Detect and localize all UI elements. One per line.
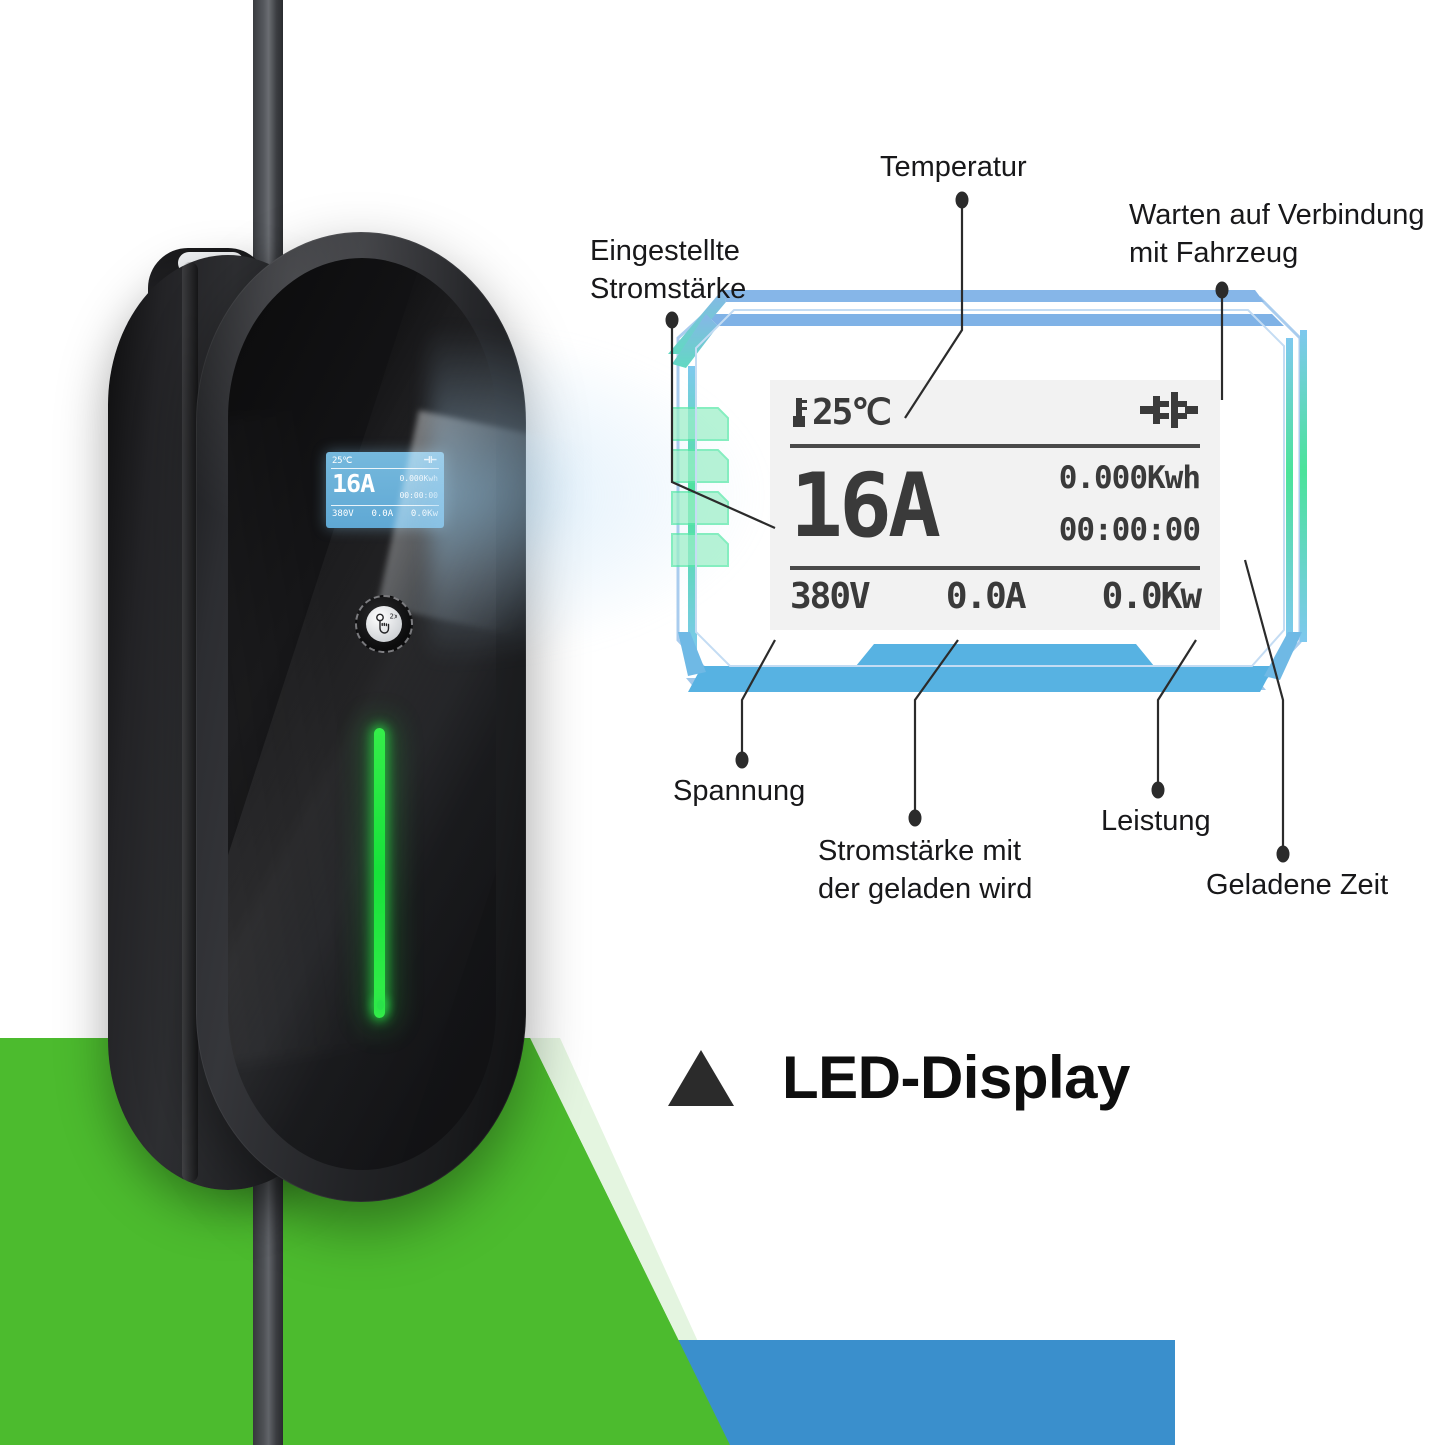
device-lcd-plug-icon: ⊣⊢ bbox=[423, 453, 437, 466]
device-lcd-divider-top bbox=[331, 468, 439, 469]
leader-dot-charging-current bbox=[908, 809, 922, 827]
callout-label-waiting: Warten auf Verbindung mit Fahrzeug bbox=[1129, 199, 1425, 269]
status-led-dot bbox=[377, 1000, 384, 1010]
frame-top-bar bbox=[722, 290, 1264, 302]
device-lcd-energy: 0.000Kwh bbox=[399, 474, 438, 483]
lcd-divider-top bbox=[790, 444, 1200, 448]
device-mini-lcd: 25℃ ⊣⊢ 16A 0.000Kwh 00:00:00 380V 0.0A 0… bbox=[326, 452, 444, 528]
leader-dot-temperature bbox=[955, 191, 969, 209]
blue-parallelogram bbox=[540, 1340, 1175, 1445]
charger-shell-seam bbox=[182, 262, 198, 1182]
svg-text:2x: 2x bbox=[390, 613, 398, 621]
device-lcd-charged-time: 00:00:00 bbox=[399, 491, 438, 500]
led-display-caption: LED-Display bbox=[668, 1043, 1130, 1112]
device-lcd-set-current: 16A bbox=[332, 469, 375, 498]
lcd-measurements-row: 380V 0.0A 0.0Kw bbox=[790, 576, 1202, 617]
callout-label-charged-time: Geladene Zeit bbox=[1206, 869, 1389, 901]
lcd-current-readout: 0.0A bbox=[945, 576, 1027, 617]
device-lcd-temperature: 25℃ bbox=[332, 456, 353, 466]
status-led-strip bbox=[374, 728, 385, 1018]
lcd-divider-bottom bbox=[790, 566, 1200, 570]
device-lcd-bottom-row: 380V 0.0A 0.0Kw bbox=[332, 509, 438, 519]
lcd-charged-time-readout: 00:00:00 bbox=[1058, 512, 1201, 548]
lcd-voltage-readout: 380V bbox=[790, 576, 871, 617]
plug-connection-icon bbox=[1138, 388, 1200, 439]
frame-bottom-bar-thick bbox=[688, 644, 1274, 692]
callout-label-power: Leistung bbox=[1101, 805, 1211, 837]
lcd-temperature-readout: 25℃ bbox=[790, 392, 892, 433]
frame-right-accent-1 bbox=[1286, 338, 1293, 638]
lcd-panel: 25℃ 16A 0.000Kwh bbox=[770, 380, 1220, 630]
charging-cable-top bbox=[253, 0, 283, 290]
touch-button[interactable]: 2x bbox=[355, 595, 413, 653]
blue-parallelogram-shadow bbox=[540, 1340, 700, 1445]
touch-hand-2x-icon: 2x bbox=[366, 606, 402, 642]
leader-dot-charged-time bbox=[1276, 845, 1290, 863]
lcd-energy-readout: 0.000Kwh bbox=[1058, 460, 1201, 496]
plug-connection-glyph bbox=[1140, 392, 1198, 428]
ev-charger-product-photo: 25℃ ⊣⊢ 16A 0.000Kwh 00:00:00 380V 0.0A 0… bbox=[0, 0, 760, 1445]
charging-cable-bottom bbox=[253, 1135, 283, 1445]
charger-glass-panel bbox=[228, 258, 496, 1170]
frame-top-bar-2 bbox=[706, 314, 1284, 326]
lcd-set-current-readout: 16A bbox=[790, 454, 941, 557]
device-lcd-divider-bottom bbox=[331, 505, 439, 506]
callout-label-charging-current: Stromstärke mit der geladen wird bbox=[818, 835, 1033, 905]
callout-label-voltage: Spannung bbox=[673, 775, 806, 807]
leader-dot-power bbox=[1151, 781, 1165, 799]
frame-bottomright-diagonal bbox=[1264, 632, 1302, 680]
lcd-power-readout: 0.0Kw bbox=[1101, 576, 1202, 617]
frame-left-chevrons bbox=[671, 407, 729, 567]
frame-bottomleft-diagonal bbox=[678, 632, 706, 676]
callout-label-temperature: Temperatur bbox=[880, 151, 1027, 183]
triangle-up-icon bbox=[668, 1049, 734, 1106]
callout-label-set-current: Eingestellte Stromstärke bbox=[590, 235, 747, 305]
device-lcd-power: 0.0Kw bbox=[410, 509, 438, 519]
device-lcd-voltage: 380V bbox=[332, 509, 354, 519]
frame-right-accent-2 bbox=[1300, 330, 1307, 642]
lcd-temperature-value: 25℃ bbox=[812, 392, 892, 433]
led-display-caption-text: LED-Display bbox=[782, 1044, 1130, 1111]
lcd-status-row: 25℃ bbox=[790, 390, 1200, 440]
leader-dot-voltage bbox=[735, 751, 749, 769]
device-lcd-current: 0.0A bbox=[371, 509, 394, 519]
lcd-diagram: 25℃ 16A 0.000Kwh bbox=[660, 280, 1320, 720]
thermometer-icon bbox=[793, 398, 807, 427]
